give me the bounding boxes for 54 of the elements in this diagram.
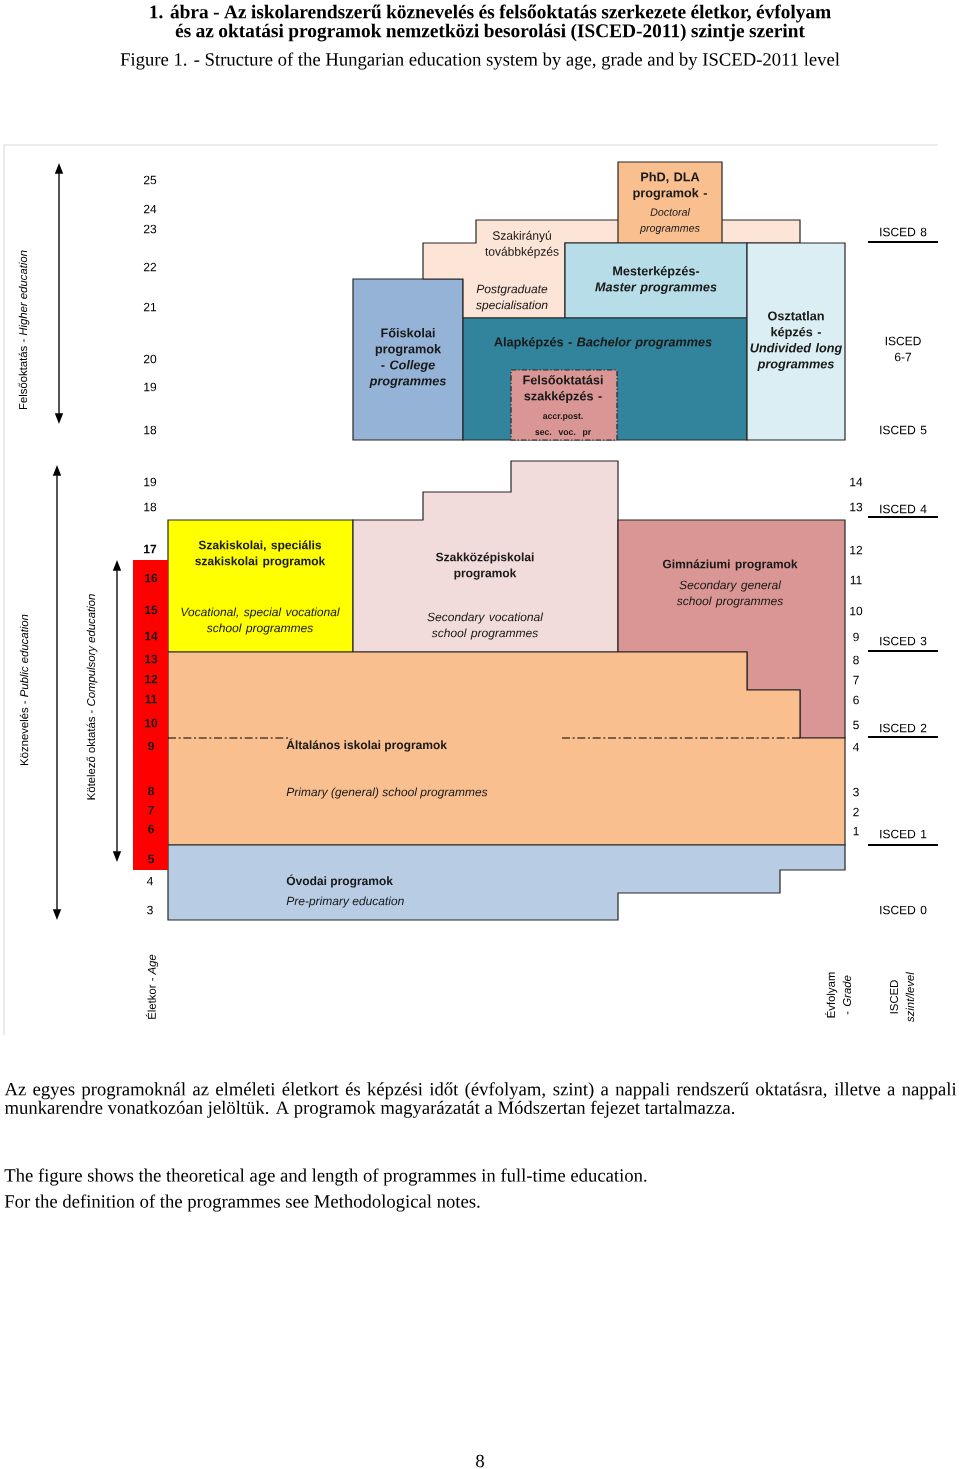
isced-level: ISCED 0 (880, 905, 927, 915)
grade-number: 5 (853, 720, 859, 730)
program-block: Főiskolai programok - College programmes (352, 278, 464, 441)
program-block: Osztatlan képzés - Undivided long programmes (746, 242, 846, 441)
isced-level: ISCED 6-7 (885, 336, 921, 362)
caption: Az egyes programoknál az elméleti életkort és képzési időt (évfolyam, szint) a nappali rendszerű oktatásra, illetve a nappali munkarendre vonatkozóan jelöltük. A programok magyarázatát a Módszertan fejezet tartalmazza. (4, 1082, 957, 1118)
program-block: Óvodai programok Pre-primary education (167, 844, 846, 921)
age-number: 18 (144, 502, 157, 512)
grade-number: 1 (853, 826, 859, 836)
axis-label: Köznevelés - Public education (19, 614, 29, 765)
subtitle: Figure 1. - Structure of the Hungarian education system by age, grade and by ISCED-2011 level (120, 52, 840, 70)
program-block: Gimnáziumi programok Secondary general school programmes (617, 519, 846, 739)
age-number: 20 (143, 354, 157, 364)
age-number: 19 (144, 382, 157, 392)
program-block: PhD, DLA programok - Doctoral programmes (617, 161, 723, 244)
isced-level: ISCED 4 (880, 504, 927, 514)
age-number: 18 (144, 425, 157, 435)
isced-level: ISCED 8 (880, 227, 927, 237)
grade-number: 4 (852, 742, 859, 752)
age-band: 16 15 14 13 12 11 10 9 8 7 6 5 (133, 560, 168, 870)
program-block: Általános iskolai programok Primary (general) school programmes (167, 651, 846, 846)
title: 1. ábra - Az iskolarendszerű köznevelés és felsőoktatás szerkezete életkor, évfolyam és az oktatási programok nemzetközi besorolási (ISCED-2011) szintje szerint (150, 4, 831, 42)
age-number: 22 (143, 262, 157, 272)
age-number: 23 (143, 224, 157, 234)
grade-number: 14 (850, 477, 863, 487)
age-number: 25 (143, 175, 157, 185)
age-number: 21 (143, 302, 157, 312)
grade-number: 6 (853, 695, 859, 705)
grade-number: 8 (853, 655, 859, 665)
age-number: 17 (144, 544, 157, 554)
axis-label: Felsőoktatás - Higher education (18, 250, 30, 410)
program-block: Mesterképzés- Master programmes (564, 242, 748, 319)
note: For the definition of the programmes see Methodological notes. (4, 1194, 480, 1212)
isced-level: ISCED 3 (880, 636, 927, 646)
age-number: 3 (147, 905, 153, 915)
isced-level: ISCED 1 (880, 829, 927, 839)
age-number: 4 (146, 876, 153, 886)
isced-level: ISCED 5 (880, 425, 927, 435)
axis-label: Életkor - Age (145, 954, 159, 1019)
program-block: Szakiskolai, speciális szakiskolai programok Vocational, special vocational school programmes (167, 519, 354, 653)
age-number: 19 (144, 477, 157, 487)
note: The figure shows the theoretical age and length of programmes in full-time education. (4, 1168, 647, 1186)
grade-number: 2 (853, 807, 859, 817)
program-block: Felsőoktatási szakképzés - accr.post. sec. voc. pr (510, 369, 618, 441)
axis-label: Kötelező oktatás - Compulsory education (86, 594, 98, 800)
axis-label: Évfolyam - Grade (825, 972, 851, 1018)
isced-level: ISCED 2 (880, 723, 927, 733)
program-block: Szakközépiskolai programok Secondary vocational school programmes (352, 460, 619, 653)
grade-number: 13 (850, 502, 863, 512)
grade-number: 7 (853, 675, 859, 685)
age-number: 24 (143, 204, 157, 214)
axis-label: ISCED szint/level (890, 972, 914, 1022)
page-number: 8 (476, 1454, 484, 1468)
grade-number: 9 (853, 632, 859, 642)
